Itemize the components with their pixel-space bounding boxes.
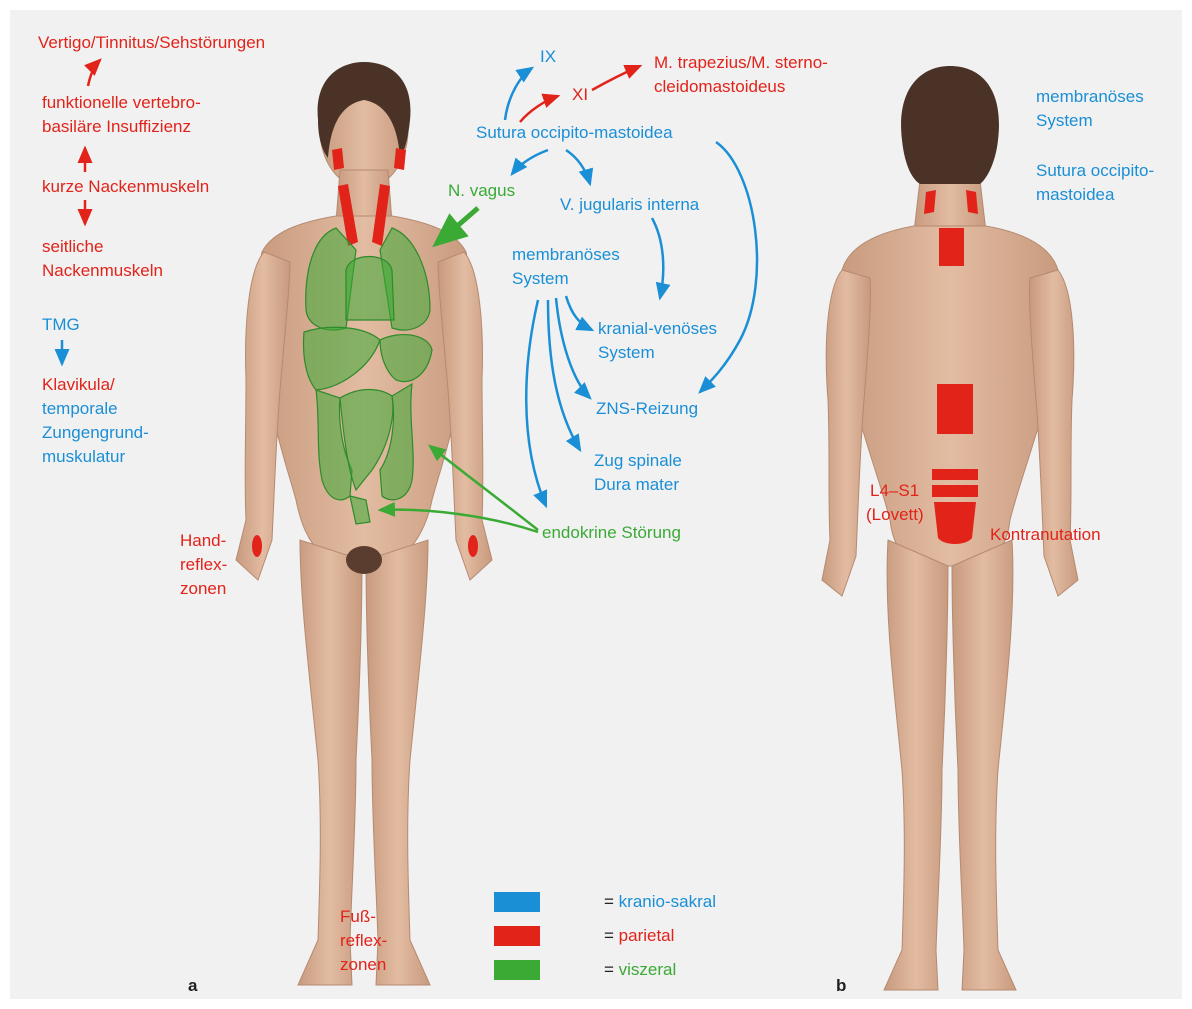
label-vertigo: Vertigo/Tinnitus/Sehstörungen (38, 32, 265, 54)
label-kontranutation: Kontranutation (990, 524, 1101, 546)
label-back-sutura-line2: mastoidea (1036, 184, 1114, 206)
label-zug-line2: Dura mater (594, 474, 679, 496)
label-sutura: Sutura occipito-mastoidea (476, 122, 673, 144)
label-zungengrund: Zungengrund- (42, 422, 149, 444)
front-body (236, 72, 492, 985)
label-seitliche-line1: seitliche (42, 236, 103, 258)
label-zns: ZNS-Reizung (596, 398, 698, 420)
label-hand-line1: Hand- (180, 530, 226, 552)
label-trapezius-line2: cleidomastoideus (654, 76, 785, 98)
label-membran-line1: membranöses (512, 244, 620, 266)
legend-swatch-parietal (494, 926, 540, 946)
label-trapezius-line1: M. trapezius/M. sterno- (654, 52, 828, 74)
label-hand-line3: zonen (180, 578, 226, 600)
label-v-jugularis: V. jugularis interna (560, 194, 699, 216)
label-tmg: TMG (42, 314, 80, 336)
panel-letter-b: b (836, 976, 846, 996)
legend-swatch-kranio-sakral (494, 892, 540, 912)
label-vertebro-line1: funktionelle vertebro- (42, 92, 201, 114)
legend-label-parietal: = parietal (604, 925, 674, 947)
label-back-membran-line1: membranöses (1036, 86, 1144, 108)
label-fuss-line2: reflex- (340, 930, 387, 952)
label-ix: IX (540, 46, 556, 68)
label-seitliche-line2: Nackenmuskeln (42, 260, 163, 282)
label-vertebro-line2: basiläre Insuffizienz (42, 116, 191, 138)
label-l4-s1: L4–S1 (870, 480, 919, 502)
label-vagus: N. vagus (448, 180, 515, 202)
label-muskulatur: muskulatur (42, 446, 125, 468)
label-membran-line2: System (512, 268, 569, 290)
label-xi: XI (572, 84, 588, 106)
front-pubic-hair (346, 546, 382, 574)
back-hair (901, 66, 999, 184)
label-fuss-line3: zonen (340, 954, 386, 976)
label-kranial-line1: kranial-venöses (598, 318, 717, 340)
legend-swatch-viszeral (494, 960, 540, 980)
label-endokrine: endokrine Störung (542, 522, 681, 544)
label-back-sutura-line1: Sutura occipito- (1036, 160, 1154, 182)
label-back-membran-line2: System (1036, 110, 1093, 132)
label-lovett: (Lovett) (866, 504, 924, 526)
red-arrows-left (85, 60, 100, 224)
panel-letter-a: a (188, 976, 197, 996)
label-temporale: temporale (42, 398, 118, 420)
label-klavikula: Klavikula/ (42, 374, 115, 396)
label-fuss-line1: Fuß- (340, 906, 376, 928)
label-kurze-nackenmuskeln: kurze Nackenmuskeln (42, 176, 209, 198)
legend-label-kranio-sakral: = kranio-sakral (604, 891, 716, 913)
legend-label-viszeral: = viszeral (604, 959, 676, 981)
label-hand-line2: reflex- (180, 554, 227, 576)
label-kranial-line2: System (598, 342, 655, 364)
label-zug-line1: Zug spinale (594, 450, 682, 472)
